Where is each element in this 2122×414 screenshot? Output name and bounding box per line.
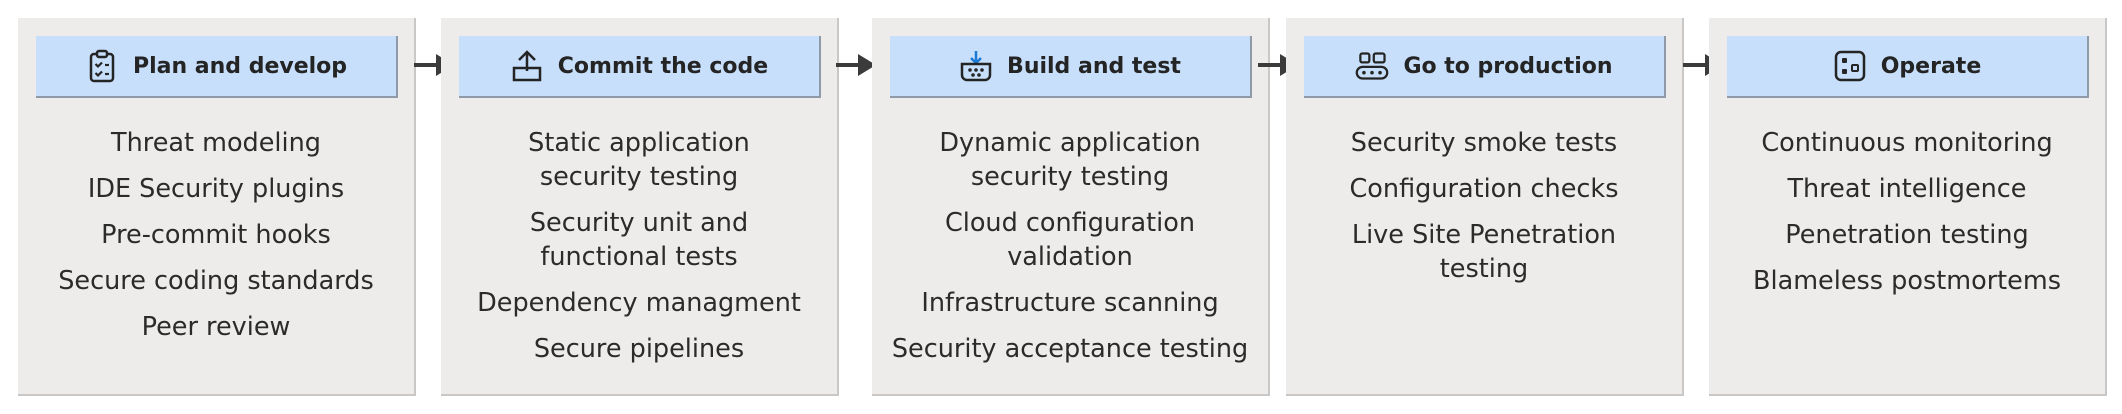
stage-title: Operate: [1880, 53, 1982, 79]
stage-item: Dependency managment: [477, 288, 801, 318]
flow-arrow-icon: [836, 54, 876, 76]
stage-item: Live Site Penetration testing: [1351, 220, 1617, 284]
stage-item: Secure pipelines: [533, 334, 745, 364]
stage-item: Security acceptance testing: [891, 334, 1249, 364]
stage-title: Commit the code: [557, 53, 769, 79]
stage-title: Plan and develop: [132, 53, 348, 79]
stage-item: Static application security testing: [528, 128, 750, 192]
stage-header-operate: Operate: [1727, 36, 2089, 98]
stage-item: Peer review: [141, 312, 291, 342]
stage-items: Dynamic application security testing Clo…: [872, 126, 1268, 378]
monitor-dashboard-icon: [1833, 49, 1867, 83]
stage-item: Threat modeling: [111, 128, 321, 158]
stage-items: Threat modeling IDE Security plugins Pre…: [18, 126, 414, 356]
clipboard-checklist-icon: [85, 49, 119, 83]
stage-header-go-to-production: Go to production: [1304, 36, 1666, 98]
stage-item: Cloud configuration validation: [944, 208, 1196, 272]
stage-item: Threat intelligence: [1787, 174, 2027, 204]
stage-title: Build and test: [1007, 53, 1181, 79]
stage-items: Security smoke tests Configuration check…: [1286, 126, 1682, 298]
stage-items: Continuous monitoring Threat intelligenc…: [1709, 126, 2105, 310]
stage-item: Security unit and functional tests: [529, 208, 749, 272]
stage-header-plan-and-develop: Plan and develop: [36, 36, 398, 98]
stage-items: Static application security testing Secu…: [441, 126, 837, 378]
stage-item: Penetration testing: [1785, 220, 2029, 250]
stage-item: Pre-commit hooks: [101, 220, 331, 250]
conveyor-icon: [1355, 49, 1389, 83]
stage-item: Continuous monitoring: [1761, 128, 2053, 158]
upload-icon: [510, 49, 544, 83]
stage-header-commit-the-code: Commit the code: [459, 36, 821, 98]
stage-title: Go to production: [1403, 53, 1613, 79]
stage-item: Secure coding standards: [58, 266, 374, 296]
build-tray-icon: [959, 49, 993, 83]
stage-item: Infrastructure scanning: [921, 288, 1219, 318]
stage-item: Security smoke tests: [1350, 128, 1618, 158]
stage-item: IDE Security plugins: [87, 174, 345, 204]
stage-header-build-and-test: Build and test: [890, 36, 1252, 98]
stage-item: Configuration checks: [1349, 174, 1619, 204]
stage-item: Blameless postmortems: [1753, 266, 2061, 296]
stage-item: Dynamic application security testing: [939, 128, 1201, 192]
